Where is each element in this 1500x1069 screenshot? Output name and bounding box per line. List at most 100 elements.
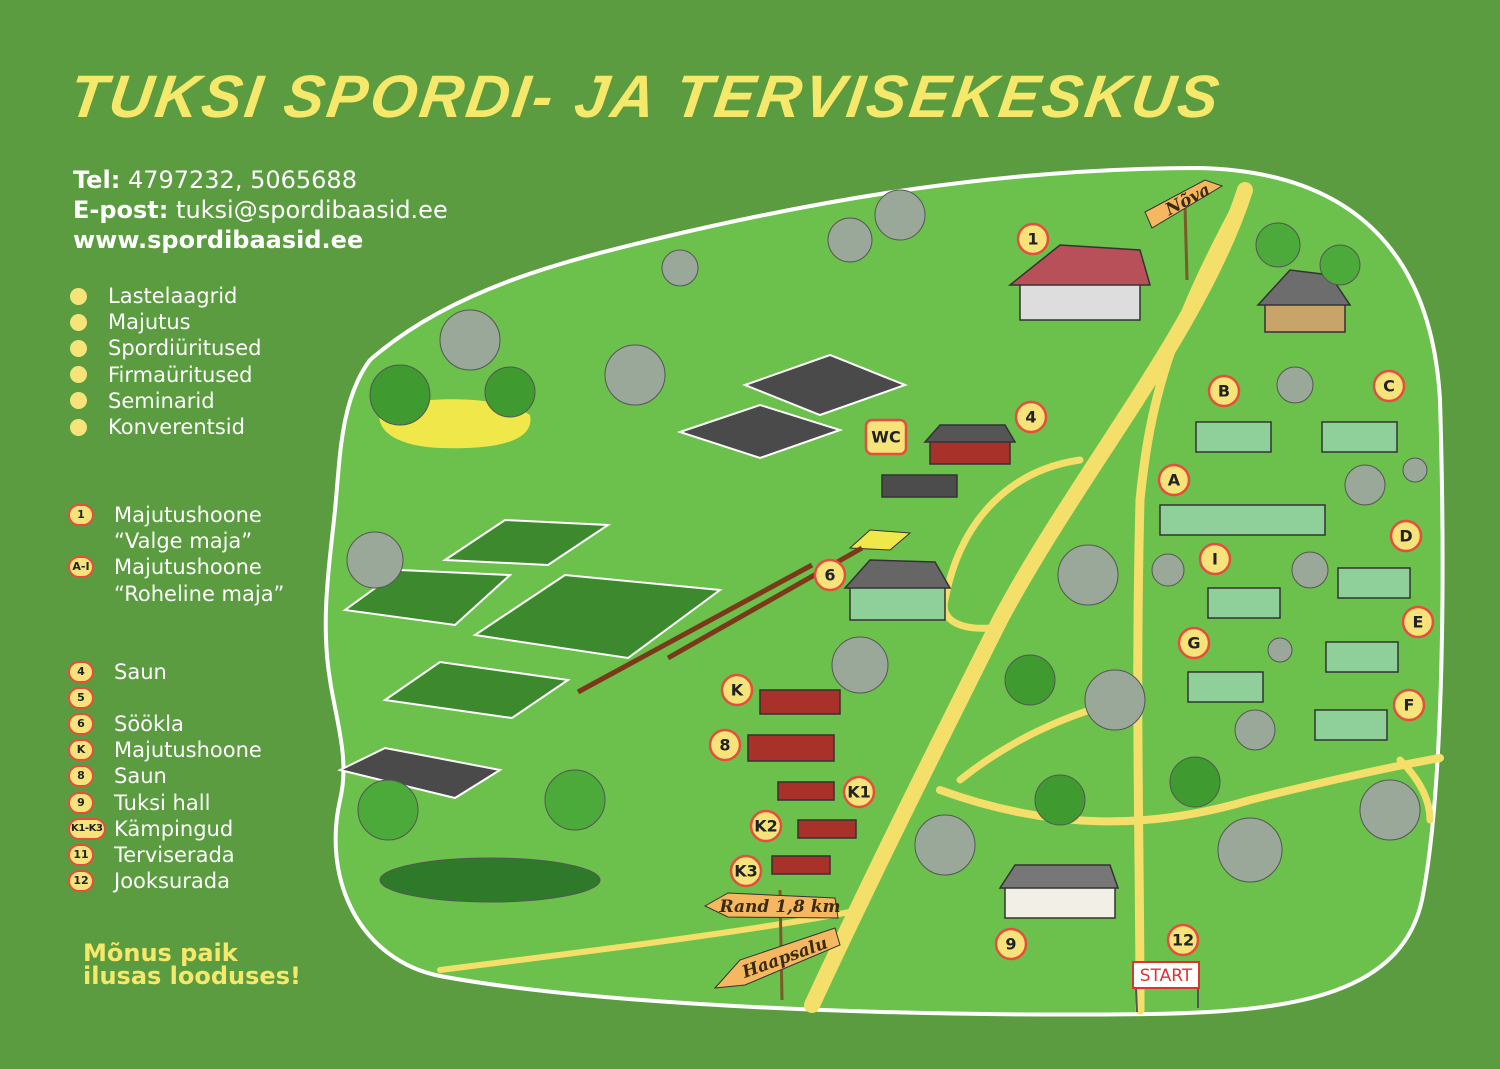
website-link[interactable]: www.spordibaasid.ee bbox=[73, 226, 364, 254]
email-label: E-post: bbox=[73, 196, 169, 224]
marker-circle bbox=[720, 673, 754, 707]
marker-circle bbox=[1389, 519, 1423, 553]
map-marker-f[interactable]: F bbox=[1392, 688, 1426, 722]
marker-label: B bbox=[1218, 382, 1230, 401]
bullet-icon bbox=[70, 313, 87, 331]
email-link[interactable]: tuksi@spordibaasid.ee bbox=[176, 196, 448, 224]
service-label: Lastelaagrid bbox=[108, 284, 238, 309]
slogan-line: ilusas looduses! bbox=[83, 962, 301, 990]
marker-label: K bbox=[731, 681, 744, 700]
marker-label: 12 bbox=[1172, 931, 1194, 950]
service-label: Majutus bbox=[108, 310, 191, 335]
bullet-icon bbox=[70, 287, 87, 305]
legend-label: Majutushoone bbox=[114, 738, 262, 763]
marker-circle bbox=[1014, 400, 1048, 434]
legend-label: Tuksi hall bbox=[114, 790, 211, 815]
marker-label: C bbox=[1383, 377, 1395, 396]
legend-label: “Valge maja” bbox=[114, 529, 253, 554]
page-title: TUKSI SPORDI- JA TERVISEKESKUS bbox=[65, 63, 1226, 130]
wc-label: WC bbox=[871, 428, 900, 447]
bullet-icon bbox=[70, 366, 87, 384]
sport-fields bbox=[337, 353, 912, 800]
badge-label: K1-K3 bbox=[68, 817, 106, 840]
map-marker-k1[interactable]: K1 bbox=[842, 775, 876, 809]
map-marker-1[interactable]: 1 bbox=[1016, 222, 1050, 256]
marker-label: A bbox=[1168, 471, 1181, 490]
badge-label: A-I bbox=[68, 556, 94, 579]
service-label: Firmaüritused bbox=[108, 362, 253, 387]
marker-circle bbox=[1177, 626, 1211, 660]
trees bbox=[346, 189, 1428, 903]
service-item: Majutus bbox=[70, 309, 261, 335]
marker-label: K1 bbox=[847, 783, 871, 802]
marker-circle bbox=[1157, 463, 1191, 497]
map-marker-g[interactable]: G bbox=[1177, 626, 1211, 660]
marker-label: D bbox=[1399, 527, 1412, 546]
legend-item: K1-K3 Kämpingud bbox=[68, 816, 284, 842]
map-marker-k3[interactable]: K3 bbox=[729, 854, 763, 888]
wc-marker[interactable]: WC bbox=[864, 418, 908, 456]
map-marker-9[interactable]: 9 bbox=[994, 927, 1028, 961]
badge-label: 8 bbox=[68, 765, 94, 788]
badge-label: K bbox=[68, 739, 94, 762]
badge-label: 9 bbox=[68, 791, 94, 814]
legend-label: Kämpingud bbox=[114, 816, 234, 841]
map-marker-k[interactable]: K bbox=[720, 673, 754, 707]
legend-badge: 12 bbox=[68, 870, 108, 893]
map-marker-a[interactable]: A bbox=[1157, 463, 1191, 497]
sign-rand-label: Rand 1,8 km bbox=[719, 897, 841, 917]
marker-label: 9 bbox=[1005, 935, 1016, 954]
phone-label: Tel: bbox=[73, 166, 121, 194]
buildings bbox=[747, 244, 1411, 919]
legend-label: Jooksurada bbox=[114, 869, 231, 894]
legend-badge: 6 bbox=[68, 713, 108, 736]
marker-label: E bbox=[1413, 613, 1424, 632]
legend-badge: 4 bbox=[68, 660, 108, 683]
map-marker-6[interactable]: 6 bbox=[813, 558, 847, 592]
map-marker-8[interactable]: 8 bbox=[708, 728, 742, 762]
map-marker-k2[interactable]: K2 bbox=[749, 809, 783, 843]
marker-label: K2 bbox=[754, 817, 778, 836]
marker-label: F bbox=[1404, 696, 1415, 715]
marker-circle bbox=[749, 809, 783, 843]
marker-label: 4 bbox=[1025, 408, 1036, 427]
map-marker-12[interactable]: 12 bbox=[1166, 923, 1200, 957]
map-marker-c[interactable]: C bbox=[1372, 369, 1406, 403]
map-marker-4[interactable]: 4 bbox=[1014, 400, 1048, 434]
legend-item: 9 Tuksi hall bbox=[68, 790, 284, 816]
bullet-icon bbox=[70, 392, 87, 410]
map-marker-e[interactable]: E bbox=[1401, 605, 1435, 639]
legend-label: Majutushoone bbox=[114, 555, 262, 580]
marker-label: 8 bbox=[719, 736, 730, 755]
legend-badge: 1 bbox=[68, 504, 108, 526]
start-label: START bbox=[1140, 966, 1193, 986]
legend-badge: 8 bbox=[68, 765, 108, 788]
marker-label: K3 bbox=[734, 862, 758, 881]
legend-badge: K bbox=[68, 739, 108, 762]
legend-label: Majutushoone bbox=[114, 503, 262, 527]
badge-label: 4 bbox=[68, 660, 94, 683]
sign-rand: Rand 1,8 km bbox=[703, 889, 841, 1001]
map-marker-i[interactable]: I bbox=[1198, 542, 1232, 576]
phone-line: Tel: 4797232, 5065688 bbox=[73, 165, 357, 195]
start-banner: START bbox=[1132, 961, 1200, 1013]
legend-badge: A-I bbox=[68, 556, 108, 579]
legend-badge: K1-K3 bbox=[68, 817, 108, 840]
map-marker-b[interactable]: B bbox=[1207, 374, 1241, 408]
legend-label: Saun bbox=[114, 764, 167, 789]
service-label: Spordiüritused bbox=[108, 336, 262, 361]
service-label: Seminarid bbox=[108, 388, 215, 413]
legend-badge: 5 bbox=[68, 687, 108, 710]
legend-label: Saun bbox=[114, 659, 167, 684]
marker-circle bbox=[1401, 605, 1435, 639]
marker-circle bbox=[1198, 542, 1232, 576]
bullet-icon bbox=[70, 339, 87, 357]
service-item: Seminarid bbox=[70, 388, 261, 414]
map-marker-d[interactable]: D bbox=[1389, 519, 1423, 553]
badge-label: 1 bbox=[68, 504, 94, 526]
bullet-icon bbox=[70, 418, 87, 436]
